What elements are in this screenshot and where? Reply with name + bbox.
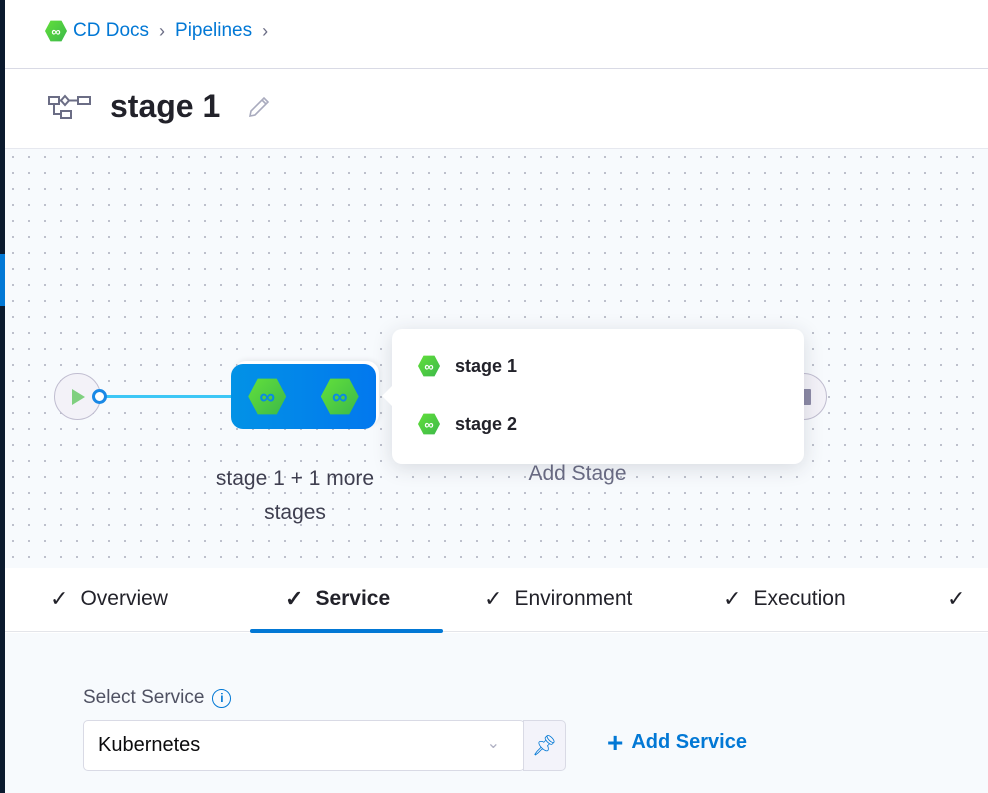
- tab-label: Execution: [753, 587, 846, 610]
- add-service-button[interactable]: + Add Service: [607, 726, 747, 758]
- info-icon[interactable]: i: [212, 688, 232, 708]
- plus-icon: +: [607, 726, 624, 758]
- check-icon: ✓: [50, 586, 69, 611]
- check-icon: ✓: [947, 586, 966, 611]
- check-icon: ✓: [484, 586, 503, 611]
- left-nav-sidebar: [0, 0, 5, 793]
- stage-group-popover: ∞ stage 1 ∞ stage 2: [382, 329, 804, 464]
- stage-group-node[interactable]: ∞ ∞: [231, 364, 376, 429]
- pin-button[interactable]: 📌︎: [523, 720, 566, 771]
- tab-service[interactable]: ✓ Service: [285, 586, 390, 612]
- check-icon: ✓: [285, 586, 304, 611]
- tab-overview[interactable]: ✓ Overview: [50, 586, 168, 612]
- chevron-down-icon: ⌄: [486, 735, 500, 752]
- pipeline-start-node[interactable]: [54, 373, 101, 420]
- breadcrumb: ∞ CD Docs › Pipelines ›: [45, 19, 272, 43]
- popover-item-stage-2[interactable]: ∞ stage 2: [418, 413, 517, 435]
- service-select[interactable]: Kubernetes ⌄: [83, 720, 525, 771]
- stage-tabs: ✓ Overview ✓ Service ✓ Environment ✓ Executi…: [5, 568, 988, 632]
- play-icon: [72, 389, 85, 405]
- cd-module-icon: ∞: [45, 20, 67, 42]
- stage-group-label: stage 1 + 1 more stages: [215, 467, 375, 524]
- add-stage-button[interactable]: Add Stage: [528, 462, 627, 485]
- popover-item-stage-1[interactable]: ∞ stage 1: [418, 355, 517, 377]
- tab-environment[interactable]: ✓ Environment: [484, 586, 632, 612]
- sidebar-active-indicator: [0, 254, 5, 306]
- deploy-stage-icon: ∞: [248, 378, 287, 415]
- chevron-right-icon: ›: [262, 20, 269, 41]
- tab-truncated[interactable]: ✓: [947, 586, 977, 612]
- label-text: Select Service: [83, 687, 205, 708]
- select-service-label: Select Service i: [83, 687, 232, 709]
- breadcrumb-pipelines[interactable]: Pipelines: [175, 20, 253, 41]
- add-service-label: Add Service: [631, 731, 747, 753]
- chevron-right-icon: ›: [159, 20, 166, 41]
- page-header: stage 1: [48, 88, 272, 125]
- pin-icon: 📌︎: [531, 735, 558, 757]
- pipeline-stage-icon: [48, 93, 91, 119]
- tab-execution[interactable]: ✓ Execution: [723, 586, 846, 612]
- tab-label: Service: [315, 587, 391, 610]
- check-icon: ✓: [723, 586, 742, 611]
- connector-line: [100, 395, 232, 398]
- deploy-stage-icon: ∞: [418, 355, 440, 377]
- divider: [5, 68, 988, 69]
- edit-pencil-icon[interactable]: [246, 94, 272, 120]
- popover-item-label: stage 1: [455, 355, 518, 376]
- deploy-stage-icon: ∞: [418, 413, 440, 435]
- breadcrumb-cd-docs[interactable]: CD Docs: [73, 20, 150, 41]
- deploy-stage-icon: ∞: [320, 378, 359, 415]
- popover-item-label: stage 2: [455, 413, 518, 434]
- selected-value: Kubernetes: [98, 734, 201, 756]
- stop-icon: [803, 389, 811, 405]
- page-title: stage 1: [110, 88, 221, 124]
- connector-port[interactable]: [92, 389, 107, 404]
- tab-label: Overview: [80, 587, 168, 610]
- active-tab-indicator: [250, 629, 443, 633]
- tab-label: Environment: [514, 587, 633, 610]
